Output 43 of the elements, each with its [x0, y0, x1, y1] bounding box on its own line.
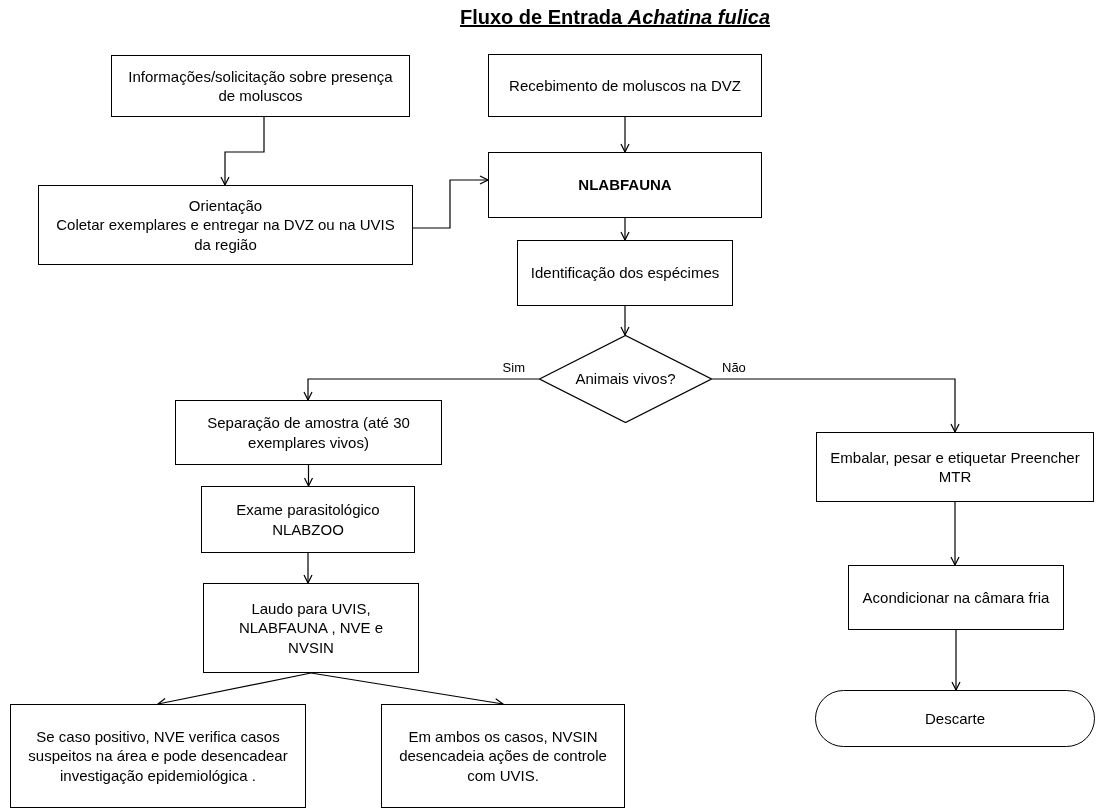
process-box — [517, 240, 733, 306]
box-text: Acondicionar na câmara fria — [862, 587, 1050, 608]
title: Fluxo de Entrada Achatina fulica — [458, 6, 772, 29]
process-box — [10, 704, 306, 808]
box-text: Coletar exemplares e entregar na DVZ ou na UVIS da região — [55, 215, 396, 255]
process-box — [848, 565, 1064, 630]
arrow — [303, 378, 540, 401]
box-text: Se caso positivo, NVE verifica casos suspeitos na área e pode desencadear investigação epidemiológica . — [27, 726, 289, 786]
decision-diamond — [539, 335, 712, 423]
terminal-shape — [815, 690, 1095, 747]
box-text: Exame parasitológico NLABZOO — [235, 500, 381, 539]
process-box — [175, 400, 442, 465]
edge-label: Não — [720, 360, 748, 375]
box-text: Embalar, pesar e etiquetar Preencher MTR — [829, 447, 1081, 487]
arrow — [220, 116, 265, 186]
arrow — [620, 116, 630, 153]
box-text: Descarte — [925, 708, 985, 729]
process-box — [38, 185, 413, 265]
arrow — [711, 378, 960, 433]
box-heading: Orientação — [188, 195, 263, 216]
arrow — [951, 629, 961, 691]
box-text: NLABFAUNA — [578, 175, 672, 195]
box-text: Identificação dos espécimes — [530, 263, 720, 283]
process-box — [488, 152, 762, 218]
box-text: Animais vivos? — [575, 369, 676, 389]
arrow — [412, 175, 489, 229]
process-box — [201, 486, 415, 553]
process-box — [111, 55, 410, 117]
process-box — [381, 704, 625, 808]
box-text: Laudo para UVIS, NLABFAUNA , NVE e NVSIN — [237, 598, 385, 658]
arrow — [303, 552, 313, 584]
box-text: Recebimento de moluscos na DVZ — [509, 75, 741, 96]
arrow — [950, 501, 960, 566]
arrow — [620, 217, 630, 241]
arrow — [303, 464, 314, 487]
arrow — [620, 305, 630, 336]
box-text: Em ambos os casos, NVSIN desencadeia ações de controle com UVIS. — [398, 726, 608, 786]
box-text: Separação de amostra (até 30 exemplares vivos) — [206, 413, 411, 452]
process-box — [488, 54, 762, 117]
box-text: Informações/solicitação sobre presença de moluscos — [127, 66, 394, 106]
process-box — [816, 432, 1094, 502]
process-box — [203, 583, 419, 673]
edge-label: Sim — [500, 360, 527, 375]
